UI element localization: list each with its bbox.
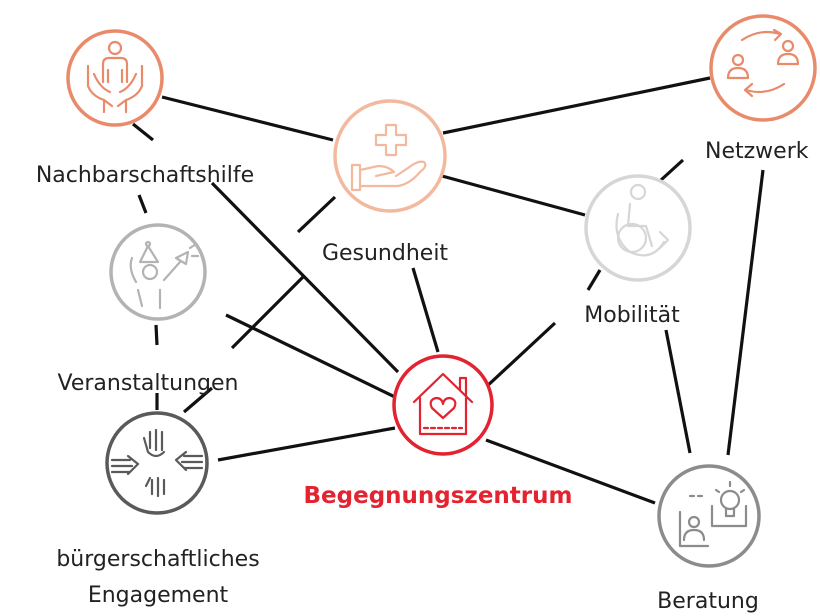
mobilitaet-label: Mobilität: [584, 303, 680, 328]
node-engagement: bürgerschaftliches Engagement: [56, 411, 260, 608]
mobilitaet-circle: [584, 174, 692, 282]
node-begegnungszentrum: Begegnungszentrum: [304, 354, 573, 509]
edge-netzwerk-beratung: [726, 169, 765, 456]
edge-gesundheit-engagement-a: [296, 195, 337, 234]
house-heart-icon: [412, 372, 474, 436]
edge-gesundheit-engagement-b: [230, 274, 306, 350]
engagement-label-line1: bürgerschaftliches: [56, 547, 259, 572]
caring-hands-icon: [86, 40, 144, 114]
netzwerk-label: Netzwerk: [705, 139, 809, 164]
edge-veranstaltungen-engagement-a: [154, 324, 159, 346]
nachbarschaftshilfe-circle: [66, 29, 164, 127]
edge-mobilitaet-zentrum-b: [483, 321, 557, 390]
edge-nachbarschaftshilfe-veranstaltungen-a: [132, 122, 154, 142]
beratung-label: Beratung: [657, 589, 759, 614]
people-exchange-icon: [726, 28, 800, 98]
node-netzwerk: Netzwerk: [705, 14, 817, 164]
edge-veranstaltungen-zentrum: [225, 313, 398, 400]
edge-zentrum-beratung: [485, 438, 656, 505]
nachbarschaftshilfe-label: Nachbarschaftshilfe: [36, 163, 254, 188]
node-gesundheit: Gesundheit: [322, 99, 448, 266]
begegnungszentrum-label: Begegnungszentrum: [304, 483, 573, 509]
consultation-idea-icon: [678, 480, 748, 548]
node-veranstaltungen: Veranstaltungen: [58, 223, 239, 396]
edge-gesundheit-mobilitaet: [441, 174, 586, 217]
node-beratung: Beratung: [657, 464, 761, 614]
node-nachbarschaftshilfe: Nachbarschaftshilfe: [36, 29, 254, 188]
edge-gesundheit-zentrum: [411, 267, 440, 353]
edge-mobilitaet-zentrum-a: [586, 269, 602, 291]
edge-engagement-zentrum: [217, 426, 396, 462]
edge-mobilitaet-beratung: [664, 329, 692, 454]
edges: [132, 76, 765, 505]
edge-nachbarschaftshilfe-gesundheit: [161, 95, 334, 142]
engagement-circle: [105, 411, 209, 515]
party-person-icon: [129, 240, 200, 310]
edge-mobilitaet-netzwerk: [659, 158, 685, 182]
edge-gesundheit-engagement-c: [182, 386, 214, 414]
engagement-label-line2: Engagement: [88, 583, 229, 608]
edge-gesundheit-netzwerk: [442, 76, 711, 135]
edge-nachbarschaftshilfe-zentrum: [210, 181, 400, 374]
beratung-circle: [657, 464, 761, 568]
joined-hands-icon: [110, 428, 204, 498]
node-mobilitaet: Mobilität: [584, 174, 692, 328]
wheelchair-person-icon: [615, 183, 670, 257]
veranstaltungen-label: Veranstaltungen: [58, 371, 239, 396]
edge-nachbarschaftshilfe-veranstaltungen-b: [137, 194, 148, 214]
gesundheit-label: Gesundheit: [322, 241, 448, 266]
hand-medical-cross-icon: [350, 123, 427, 192]
